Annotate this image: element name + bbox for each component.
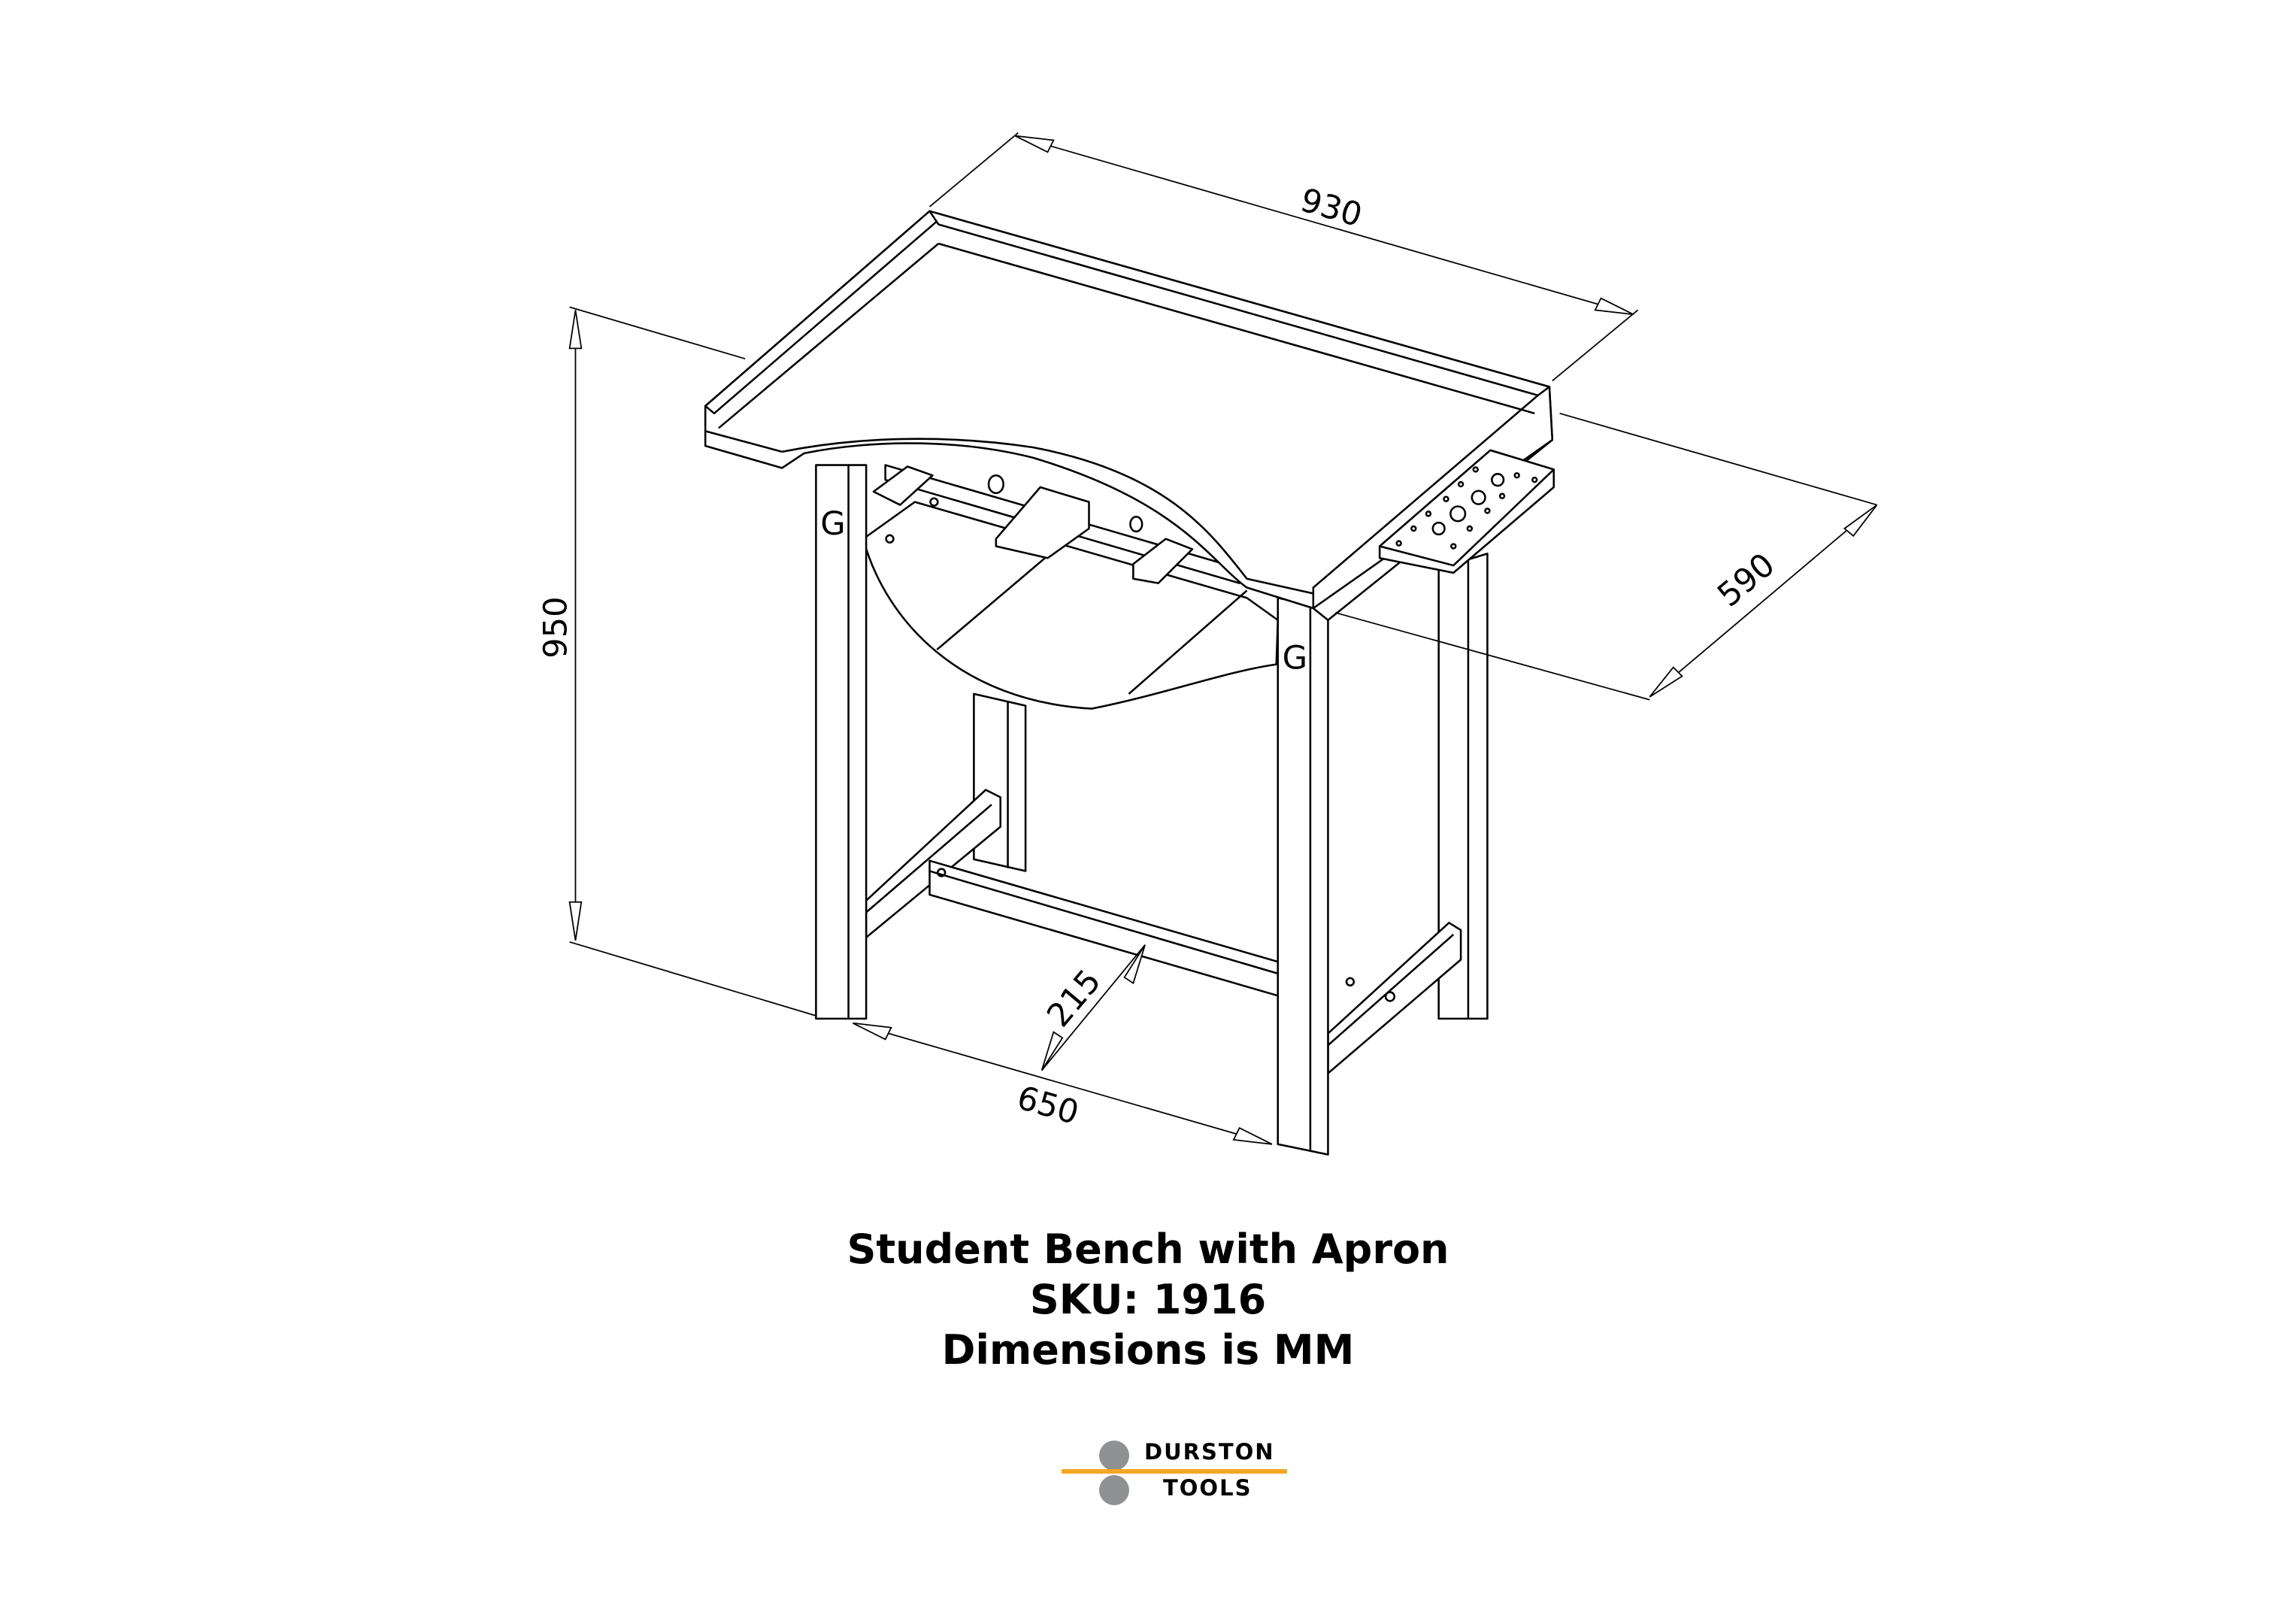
svg-text:G: G bbox=[1283, 640, 1307, 677]
logo-text-tools: TOOLS bbox=[1163, 1475, 1253, 1501]
dimension-leg-span: 650 bbox=[853, 1022, 1273, 1145]
dimensions-units: Dimensions is MM bbox=[941, 1326, 1355, 1374]
dimension-width-label: 930 bbox=[1296, 181, 1366, 235]
apron bbox=[862, 501, 1279, 710]
dimension-height-label: 950 bbox=[538, 596, 575, 658]
peg-board bbox=[1378, 449, 1555, 574]
dimension-stretcher-offset-label: 215 bbox=[1040, 962, 1108, 1034]
back-left-leg bbox=[973, 692, 1027, 872]
bench-pin-support bbox=[872, 465, 1194, 584]
svg-text:G: G bbox=[820, 505, 845, 543]
front-left-leg: G bbox=[815, 464, 868, 1020]
dimension-height: 950 bbox=[538, 306, 816, 1017]
durston-tools-logo: DURSTON TOOLS bbox=[1062, 1435, 1287, 1510]
dimension-depth-label: 590 bbox=[1710, 546, 1782, 614]
front-right-leg: G bbox=[1277, 596, 1329, 1156]
back-right-leg bbox=[1437, 553, 1489, 1020]
logo-accent-bar bbox=[1062, 1469, 1287, 1474]
product-sku: SKU: 1916 bbox=[1029, 1276, 1267, 1323]
dimension-stretcher-offset: 215 bbox=[1040, 944, 1146, 1071]
product-title: Student Bench with Apron bbox=[847, 1226, 1449, 1273]
logo-circle-top bbox=[1099, 1441, 1129, 1471]
logo-text-durston: DURSTON bbox=[1144, 1439, 1275, 1465]
logo-circle-bottom bbox=[1099, 1475, 1129, 1505]
bench-top bbox=[704, 210, 1554, 622]
